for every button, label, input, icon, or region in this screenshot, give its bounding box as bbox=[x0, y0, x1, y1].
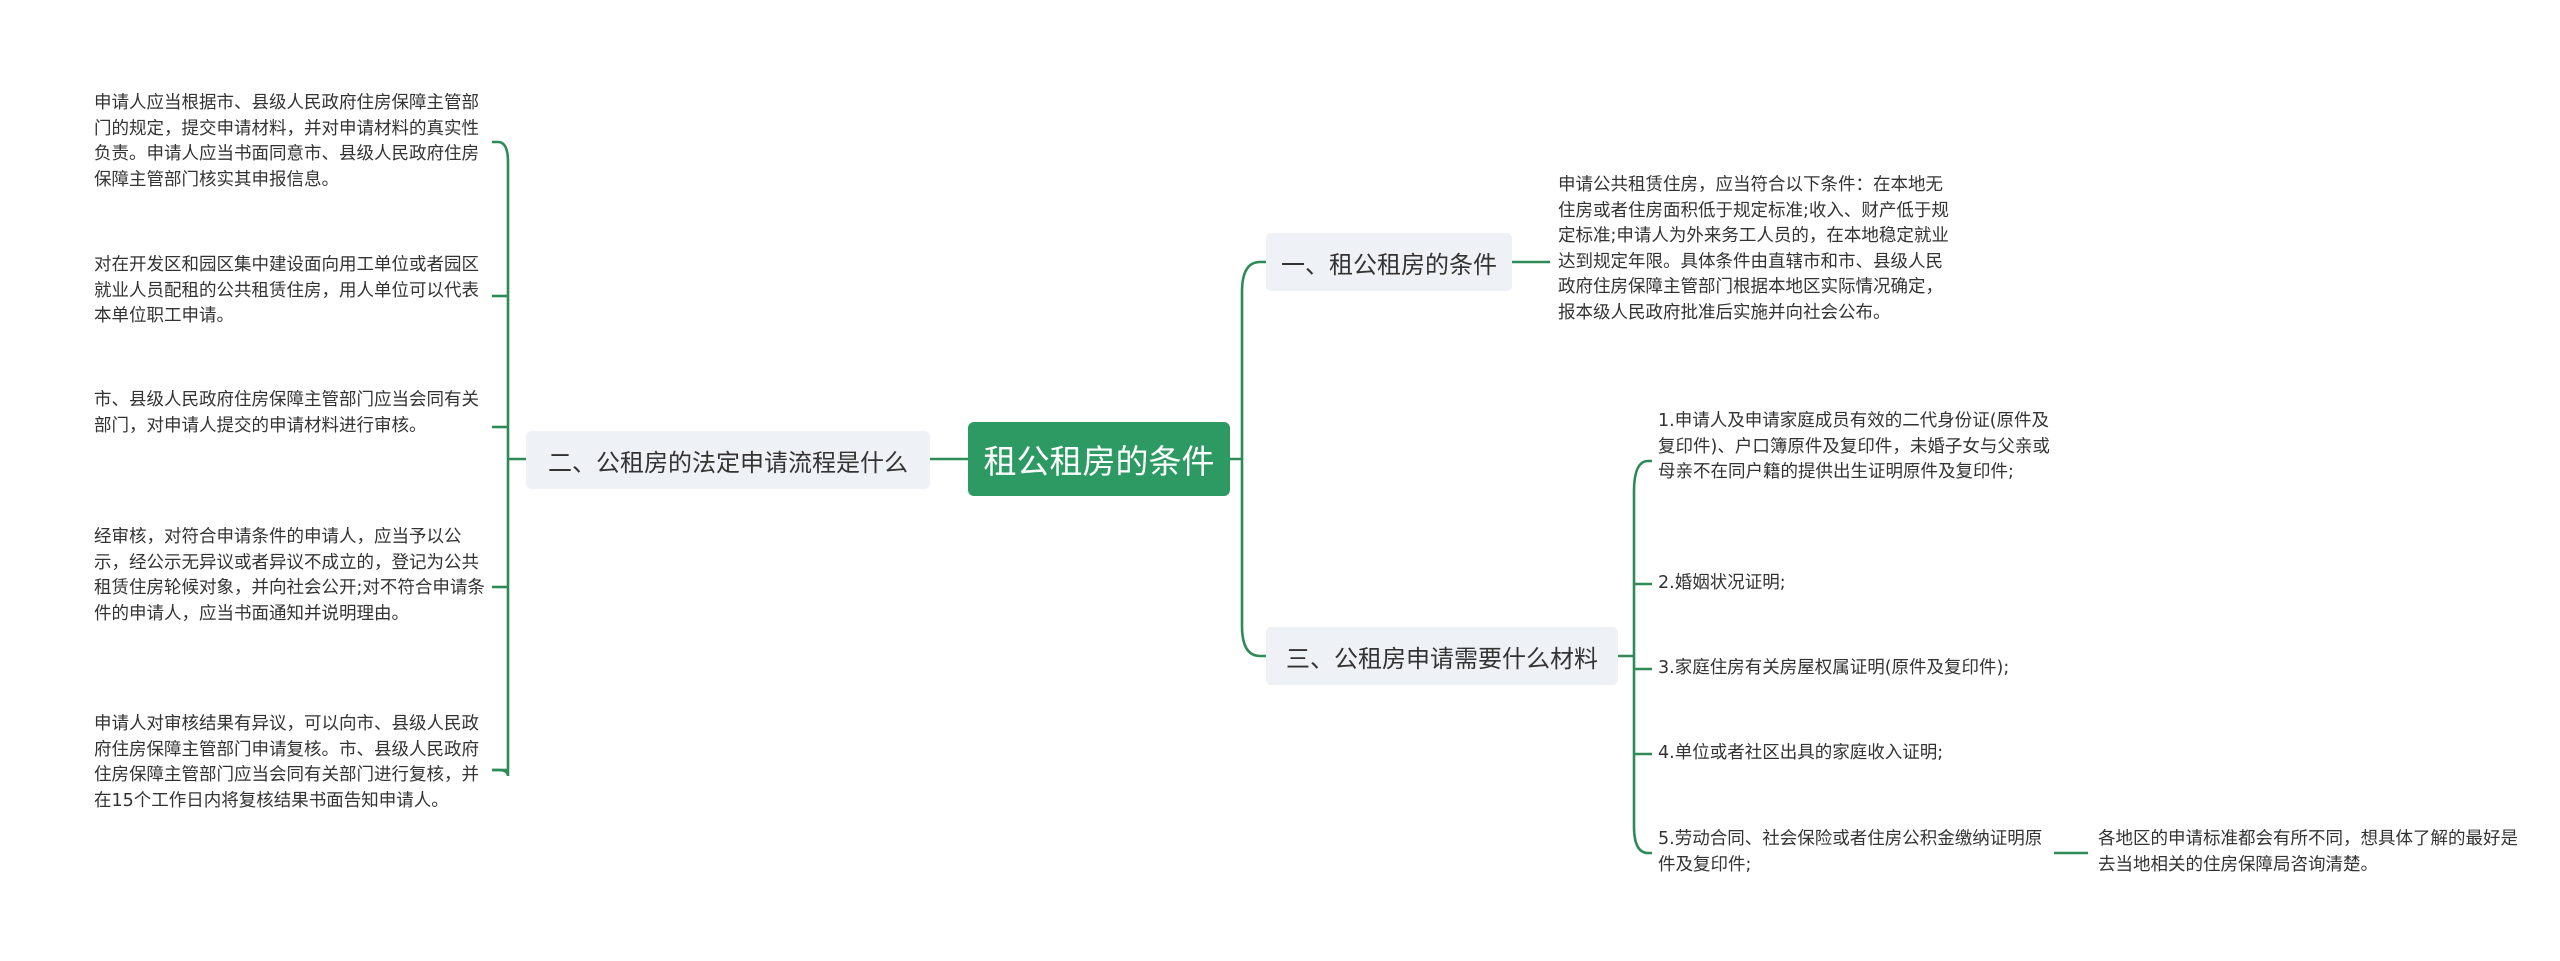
procedure-item: 申请人对审核结果有异议，可以向市、县级人民政府住房保障主管部门申请复核。市、县级… bbox=[94, 714, 479, 811]
connector-root-branch1 bbox=[1230, 260, 1266, 461]
conditions-detail-text: 申请公共租赁住房，应当符合以下条件：在本地无住房或者住房面积低于规定标准;收入、… bbox=[1558, 175, 1949, 323]
branch-node-procedure[interactable]: 二、公租房的法定申请流程是什么 bbox=[526, 431, 930, 489]
root-node[interactable]: 租公租房的条件 bbox=[968, 422, 1230, 496]
materials-item: 4.单位或者社区出具的家庭收入证明; bbox=[1658, 743, 1944, 763]
procedure-item: 市、县级人民政府住房保障主管部门应当会同有关部门，对申请人提交的申请材料进行审核… bbox=[94, 390, 479, 436]
materials-item: 1.申请人及申请家庭成员有效的二代身份证(原件及复印件)、户口簿原件及复印件，未… bbox=[1658, 411, 2050, 482]
procedure-item: 对在开发区和园区集中建设面向用工单位或者园区就业人员配租的公共租赁住房，用人单位… bbox=[94, 255, 479, 326]
materials-item: 5.劳动合同、社会保险或者住房公积金缴纳证明原件及复印件; bbox=[1658, 829, 2043, 875]
branch-node-materials[interactable]: 三、公租房申请需要什么材料 bbox=[1266, 627, 1618, 685]
procedure-item: 经审核，对符合申请条件的申请人，应当予以公示，经公示无异议或者异议不成立的，登记… bbox=[94, 527, 485, 624]
materials-item: 2.婚姻状况证明; bbox=[1658, 573, 1786, 593]
connector-branch2-bracket bbox=[492, 140, 526, 777]
procedure-item: 申请人应当根据市、县级人民政府住房保障主管部门的规定，提交申请材料，并对申请材料… bbox=[94, 93, 479, 190]
materials-item: 3.家庭住房有关房屋权属证明(原件及复印件); bbox=[1658, 658, 2010, 678]
connector-branch3-bracket bbox=[1618, 459, 1652, 855]
branch-node-conditions[interactable]: 一、租公租房的条件 bbox=[1266, 233, 1512, 291]
materials-note-text: 各地区的申请标准都会有所不同，想具体了解的最好是去当地相关的住房保障局咨询清楚。 bbox=[2098, 829, 2518, 875]
connector-root-branch3 bbox=[1240, 459, 1266, 658]
